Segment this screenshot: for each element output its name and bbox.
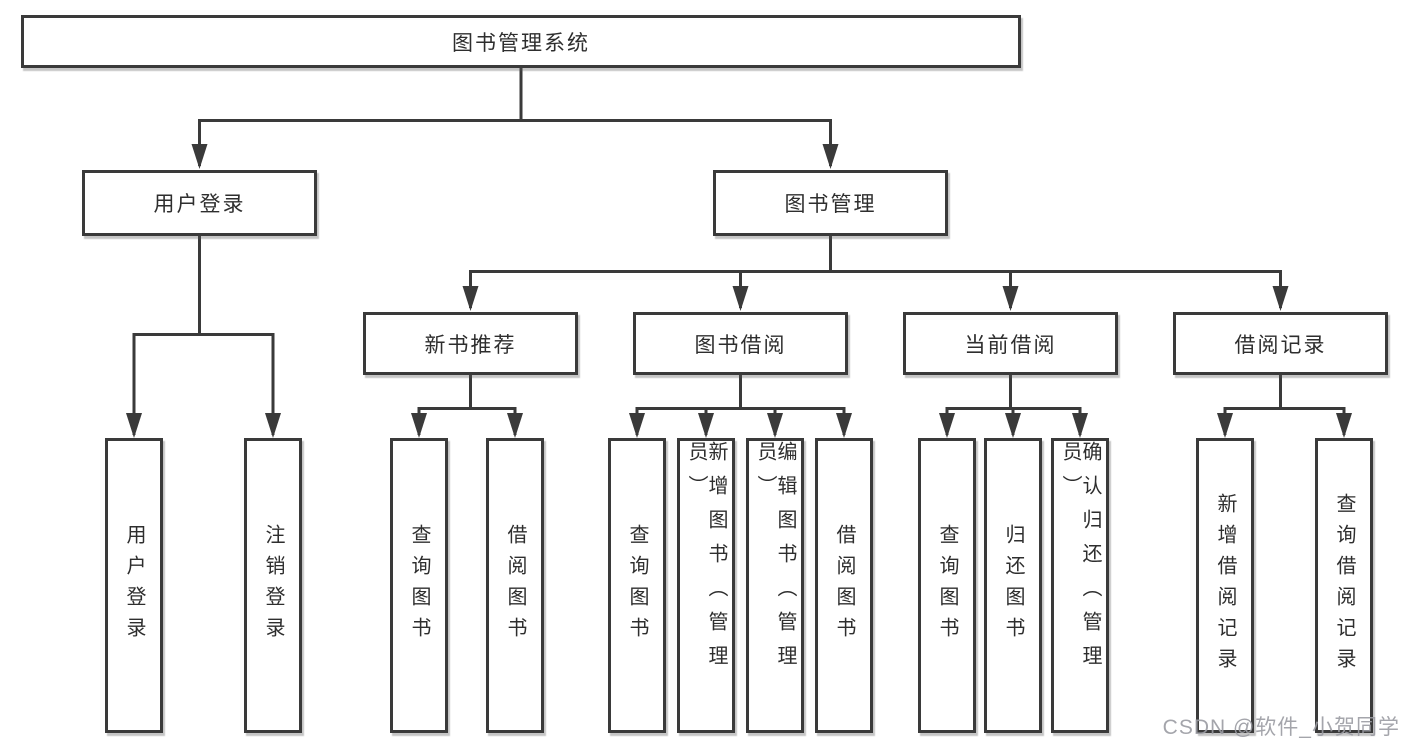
leaf-edit-book-admin: 编辑图书（管理员）	[746, 438, 804, 733]
node-book-management: 图书管理	[713, 170, 948, 236]
node-label: 查询图书	[626, 523, 648, 648]
leaf-user-login: 用户登录	[105, 438, 163, 733]
node-label: 用户登录	[153, 193, 246, 216]
node-label: 新增图书（管理员）	[685, 441, 727, 679]
leaf-add-borrow-record: 新增借阅记录	[1196, 438, 1254, 733]
node-borrowing-records: 借阅记录	[1173, 312, 1388, 375]
leaf-search-books-rec: 查询图书	[390, 438, 448, 733]
leaf-search-books-current: 查询图书	[918, 438, 976, 733]
leaf-search-borrow-record: 查询借阅记录	[1315, 438, 1373, 733]
node-label: 查询借阅记录	[1333, 492, 1355, 679]
node-label: 借阅图书	[833, 523, 855, 648]
connector-user-login-to-leaves	[126, 236, 281, 438]
node-current-borrowing: 当前借阅	[903, 312, 1118, 375]
node-label: 图书管理系统	[452, 31, 590, 55]
leaf-confirm-return-admin: 确认归还（管理员）	[1051, 438, 1109, 733]
node-user-login: 用户登录	[82, 170, 317, 236]
node-label: 图书借阅	[694, 333, 787, 357]
node-label: 归还图书	[1002, 523, 1024, 648]
node-label: 查询图书	[936, 523, 958, 648]
node-label: 借阅记录	[1234, 333, 1327, 357]
node-label: 注销登录	[262, 523, 284, 648]
leaf-add-book-admin: 新增图书（管理员）	[677, 438, 735, 733]
node-book-borrowing: 图书借阅	[633, 312, 848, 375]
connector-new-book-rec-to-leaves	[411, 375, 523, 438]
connector-root-to-level2	[191, 67, 839, 169]
node-label: 借阅图书	[504, 523, 526, 648]
connector-borrow-records-to-leaves	[1217, 375, 1352, 438]
node-label: 新增借阅记录	[1214, 492, 1236, 679]
node-new-book-recommendation: 新书推荐	[363, 312, 578, 375]
node-label: 当前借阅	[964, 333, 1057, 357]
node-label: 查询图书	[408, 523, 430, 648]
leaf-search-books-borrow: 查询图书	[608, 438, 666, 733]
node-library-management-system: 图书管理系统	[21, 15, 1021, 68]
leaf-logout: 注销登录	[244, 438, 302, 733]
connector-book-borrowing-to-leaves	[629, 375, 852, 438]
node-label: 图书管理	[784, 193, 877, 216]
node-label: 确认归还（管理员）	[1059, 441, 1101, 679]
leaf-borrow-books-rec: 借阅图书	[486, 438, 544, 733]
connector-current-borrowing-to-leaves	[939, 375, 1088, 438]
node-label: 用户登录	[123, 523, 145, 648]
csdn-watermark: CSDN @软件_小贺同学	[1162, 716, 1400, 739]
connector-book-management-to-level3	[462, 236, 1289, 311]
node-label: 新书推荐	[424, 333, 517, 357]
node-label: 编辑图书（管理员）	[754, 441, 796, 679]
leaf-return-books: 归还图书	[984, 438, 1042, 733]
leaf-borrow-books: 借阅图书	[815, 438, 873, 733]
